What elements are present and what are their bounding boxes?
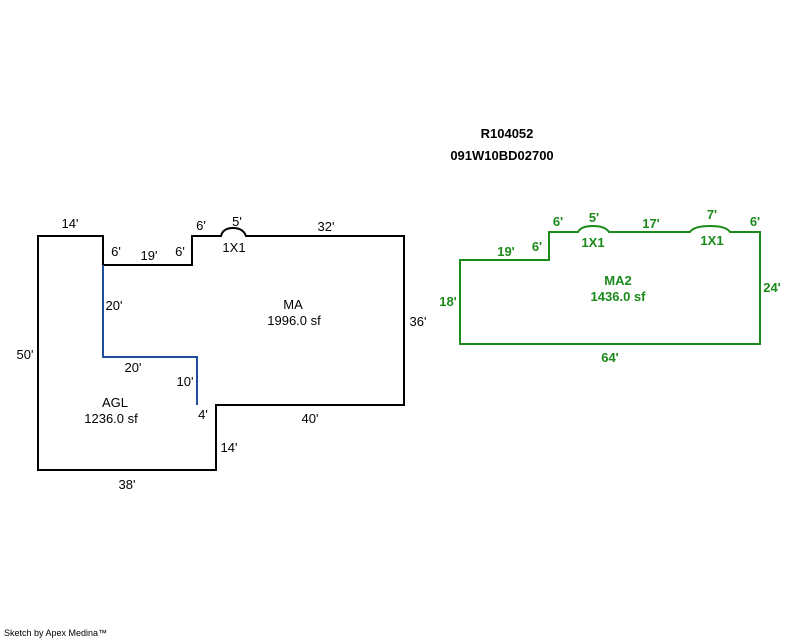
map-id: 091W10BD02700 xyxy=(450,148,553,163)
dim-label: 40' xyxy=(302,411,319,426)
bump-label: 1X1 xyxy=(700,233,723,248)
bump-label: 1X1 xyxy=(581,235,604,250)
dim-label: 32' xyxy=(318,219,335,234)
area-size-ma: 1996.0 sf xyxy=(267,313,321,328)
agl-interior-wall xyxy=(102,265,198,405)
dim-label: 10' xyxy=(177,374,194,389)
area-size-ma2: 1436.0 sf xyxy=(591,289,647,304)
dim-label: 36' xyxy=(410,314,427,329)
ma2-building-outline xyxy=(459,224,761,345)
area-name-ma: MA xyxy=(283,297,303,312)
dim-label: 18' xyxy=(439,294,457,309)
dim-label: 6' xyxy=(111,244,121,259)
dim-label: 6' xyxy=(532,239,542,254)
main-building-outline xyxy=(37,226,405,471)
area-size-agl: 1236.0 sf xyxy=(84,411,138,426)
dim-label: 38' xyxy=(119,477,136,492)
parcel-id: R104052 xyxy=(481,126,534,141)
area-name-agl: AGL xyxy=(102,395,128,410)
dim-label: 7' xyxy=(707,207,717,222)
dim-label: 14' xyxy=(62,216,79,231)
dim-label: 6' xyxy=(750,214,760,229)
dim-label: 6' xyxy=(553,214,563,229)
dim-label: 50' xyxy=(17,347,34,362)
dim-label: 14' xyxy=(221,440,238,455)
dim-label: 20' xyxy=(106,298,123,313)
dim-label: 5' xyxy=(589,210,599,225)
area-name-ma2: MA2 xyxy=(604,273,631,288)
dim-label: 19' xyxy=(141,248,158,263)
dim-label: 4' xyxy=(198,407,208,422)
dim-label: 6' xyxy=(175,244,185,259)
dim-label: 64' xyxy=(601,350,619,365)
dim-label: 6' xyxy=(196,218,206,233)
dim-label: 24' xyxy=(763,280,781,295)
dim-label: 19' xyxy=(497,244,515,259)
bump-label: 1X1 xyxy=(222,240,245,255)
dim-label: 20' xyxy=(125,360,142,375)
dim-label: 17' xyxy=(642,216,660,231)
sketch-credit: Sketch by Apex Medina™ xyxy=(4,628,107,638)
dim-label: 5' xyxy=(232,214,242,229)
